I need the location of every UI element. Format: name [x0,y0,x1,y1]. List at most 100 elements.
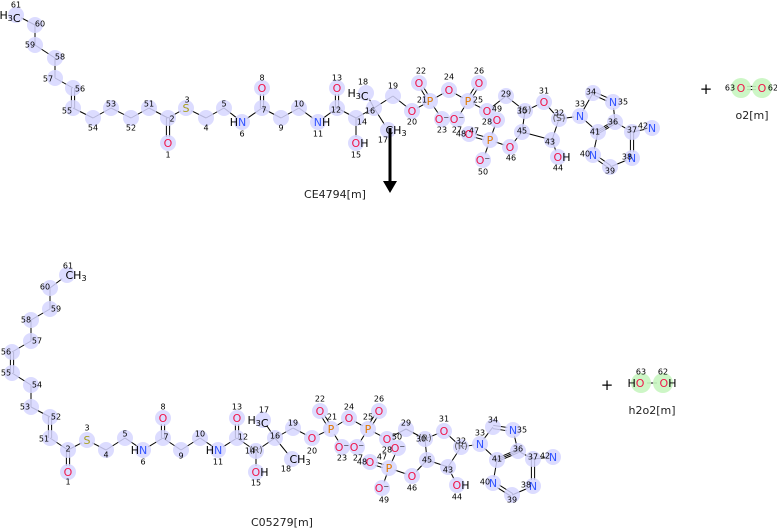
atom-number: 26 [474,67,484,76]
atom-highlight [385,88,401,104]
atom-symbol: (R) [418,434,431,444]
atom-highlight [65,100,81,116]
atom-highlight [514,124,530,140]
atom-highlight [390,440,406,456]
atom-highlight [472,436,488,452]
atom-highlight [141,100,157,116]
atom-number: 28 [482,118,492,127]
atom-symbol: (S) [519,106,532,116]
atom-highlight [234,114,250,130]
atom-number: 51 [39,435,49,444]
atom-highlight [65,80,81,96]
atom-number: 26 [374,395,384,404]
atom-highlight [731,78,751,98]
atom-number: 16 [365,107,375,116]
atom-number: 22 [315,395,325,404]
atom-symbol: O [737,82,746,95]
atom-highlight [198,110,214,126]
atom-symbol: O [383,433,392,446]
atom-number: 13 [232,403,242,412]
atom-symbol: P [386,462,393,475]
atom-highlight [254,100,270,116]
atom-highlights-layer [4,7,772,503]
atom-highlight [248,443,264,459]
atom-highlight [23,377,39,393]
atom-highlight [117,430,133,446]
atom-highlight [545,449,561,465]
atom-number: 59 [51,305,61,314]
atom-number: 52 [51,413,61,422]
atom-highlight [624,124,640,140]
atom-symbol: O [333,82,342,95]
atom-highlight [605,94,621,110]
atom-highlight [440,459,456,475]
atom-number: 48 [456,130,466,139]
atom-highlight [422,93,438,109]
atom-highlight [419,452,435,468]
atom-highlight [178,100,194,116]
atom-highlight [348,110,364,126]
atom-highlight [329,100,345,116]
atom-number: 49 [492,105,502,114]
atom-number: 34 [488,416,498,425]
atom-highlight [216,100,232,116]
atom-symbol: S [84,434,91,447]
atom-number: 40 [480,478,490,487]
atom-highlight [585,147,601,163]
atom-highlight [585,85,601,101]
atom-number: 60 [35,20,45,29]
atom-number: 21 [327,413,337,422]
molecule-label-o2: o2[m] [735,109,768,122]
atom-number: 61 [11,1,21,10]
atom-number: 29 [401,419,411,428]
atom-symbol: (S) [553,114,566,124]
atom-number: 42 [638,122,648,131]
atom-number: 31 [539,87,549,96]
atom-symbol: HN [131,444,148,457]
plus-sign-bottom: + [601,376,614,394]
atom-highlight [155,410,171,426]
atom-number: 20 [307,447,317,456]
atom-symbol: O [164,137,173,150]
atom-number: 3 [184,96,189,105]
atom-labels-layer: H3C61605958575655545352512O1S345HN67O891… [0,1,777,505]
atom-highlight [42,280,58,296]
atom-symbol: HO [628,377,645,390]
bond [394,469,407,475]
atom-highlight [285,420,301,436]
atom-highlight [23,399,39,415]
atom-number: 56 [75,85,85,94]
atom-number: 10 [195,430,205,439]
atom-number: 29 [501,90,511,99]
atom-number: 40 [580,150,590,159]
molecule-label-c05279: C05279[m] [251,516,313,528]
atom-highlight [360,421,376,437]
atom-symbol: O [159,412,168,425]
atom-number: 55 [1,369,11,378]
atom-highlight [23,312,39,328]
atom-symbol: N [628,152,636,165]
atom-number: 33 [475,429,485,438]
atom-symbol: HN [230,116,247,129]
atom-symbol: O⁻ [350,441,365,454]
atom-symbol: P [487,134,494,147]
atom-number: 37 [627,126,637,135]
atom-highlight [192,430,208,446]
atom-highlight [135,442,151,458]
atom-highlight [475,152,491,168]
atom-number: 16 [270,432,280,441]
atom-symbol: P [365,423,372,436]
atom-symbol: O [345,412,354,425]
atom-number: 36 [513,445,523,454]
atom-symbol: OH [660,377,677,390]
atom-symbol: O⁻ [335,441,350,454]
atom-highlight [449,477,465,493]
atom-highlight [42,430,58,446]
atom-highlight [47,70,63,86]
reaction-arrow [383,128,397,193]
atom-symbol: N [489,477,497,490]
atom-number: 61 [63,262,73,271]
atom-number: 9 [178,452,183,461]
atom-symbol: N [648,122,656,135]
atom-highlight [4,344,20,360]
